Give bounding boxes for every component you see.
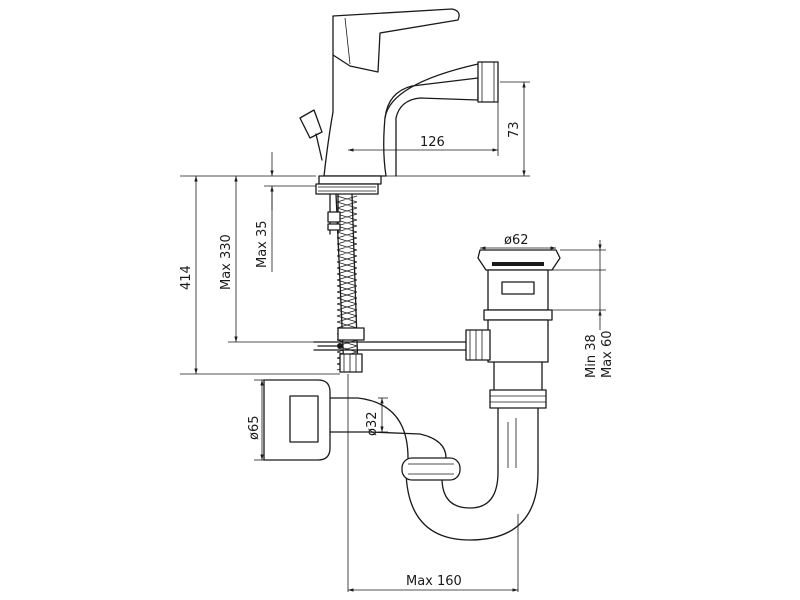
dimensions: 126 73 414 Max 330 Max 35 ø62 Min 38 Max… [179, 82, 615, 592]
mixer-body [323, 54, 479, 177]
dim-spout-height: 73 [507, 121, 522, 138]
dim-max-330: Max 330 [219, 234, 234, 290]
dim-min-38: Min 38 [584, 334, 599, 378]
popup-rod [313, 341, 467, 351]
waste-valve [465, 249, 561, 409]
dim-wall-flange-diameter: ø65 [247, 416, 262, 441]
spout-aerator [477, 61, 499, 103]
trap-top-nut [489, 389, 547, 409]
dim-trap-pipe-diameter: ø32 [365, 412, 380, 437]
tap-base [318, 175, 382, 185]
trap-collar [401, 457, 461, 481]
waste-flange [477, 249, 561, 271]
mixer-tap [299, 8, 499, 195]
flexible-hose [327, 193, 365, 373]
dim-max-35: Max 35 [255, 220, 270, 268]
hose-connector [337, 327, 365, 341]
dim-waste-flange-diameter: ø62 [504, 233, 529, 248]
lever-handle [332, 8, 460, 73]
dim-max-160: Max 160 [406, 574, 462, 589]
hose-nut [339, 353, 363, 373]
deck-nut [315, 183, 379, 195]
dim-max-60: Max 60 [600, 330, 615, 378]
popup-knob [299, 109, 323, 139]
siphon-trap [263, 379, 539, 541]
dim-total-height: 414 [179, 265, 194, 290]
waste-nut [483, 309, 553, 321]
dim-spout-reach: 126 [420, 135, 445, 150]
